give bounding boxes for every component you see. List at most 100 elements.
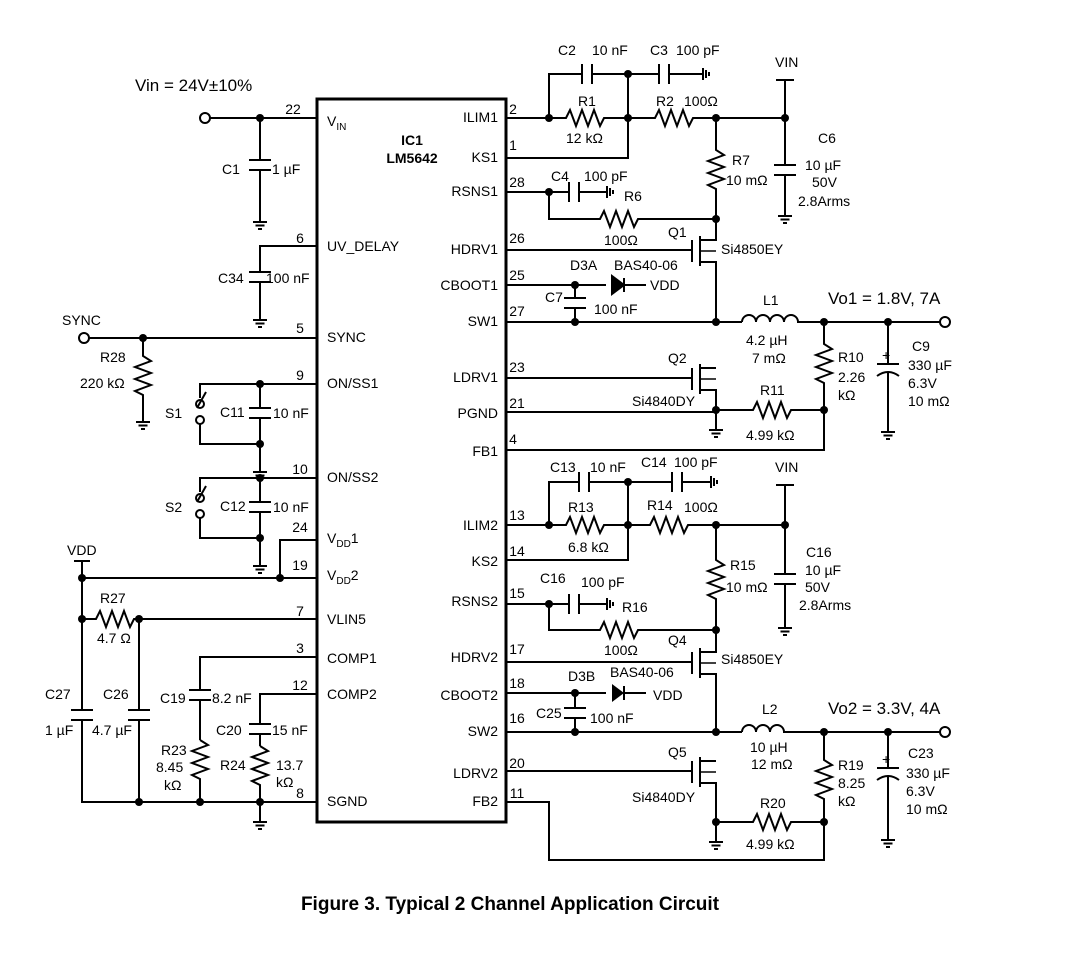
r14-value: 100Ω (684, 499, 718, 515)
c6-value3: 2.8Arms (798, 193, 850, 209)
c3-ref: C3 (650, 42, 668, 58)
r16-ref: R16 (622, 599, 648, 615)
d3a-ref: D3A (570, 257, 598, 273)
c11-ref: C11 (220, 404, 245, 420)
pin-name: HDRV1 (451, 241, 498, 257)
q5-ref: Q5 (668, 744, 687, 760)
svg-text:+: + (882, 751, 890, 767)
c7-ref: C7 (545, 289, 563, 305)
c25-ref: C25 (536, 705, 562, 721)
r13-value: 6.8 kΩ (568, 539, 609, 555)
vin-terminal (199, 112, 211, 124)
pin-num: 1 (509, 137, 517, 153)
r27-value: 4.7 Ω (97, 630, 131, 646)
c34-value: 100 nF (266, 270, 310, 286)
pin-name: ILIM2 (463, 517, 498, 533)
c14-ref: C14 (641, 454, 667, 470)
right-pins: ILIM1 2 KS1 1 RSNS1 28 HDRV1 26 CBOOT1 2… (440, 101, 525, 809)
pin-name: SYNC (327, 329, 366, 345)
pin-name-vdd1: VDD1 (327, 530, 359, 550)
r23-value: 8.45 (156, 759, 183, 775)
pin-num: 8 (296, 785, 304, 801)
pin-num: 22 (285, 101, 301, 117)
c16a-ref: C16 (806, 544, 832, 560)
q2-part: Si4840DY (632, 393, 696, 409)
r24-value2: kΩ (276, 774, 293, 790)
c9-value3: 10 mΩ (908, 393, 950, 409)
pin-num: 28 (509, 174, 525, 190)
c6-ref: C6 (818, 130, 836, 146)
c9-value: 330 µF (908, 357, 952, 373)
pin-name: COMP1 (327, 650, 377, 666)
vo2-net-label: Vo2 = 3.3V, 4A (828, 699, 941, 718)
c13-ref: C13 (550, 459, 576, 475)
r15-ref: R15 (730, 557, 756, 573)
q1-ref: Q1 (668, 224, 687, 240)
vo1-net-label: Vo1 = 1.8V, 7A (828, 289, 941, 308)
pin-num: 13 (509, 507, 525, 523)
pin-name-vin: VIN (327, 113, 346, 133)
c27-value: 1 µF (45, 722, 73, 738)
left-pins: 22 VIN 6 UV_DELAY 5 SYNC 9 ON/SS1 10 ON/… (285, 101, 400, 809)
q4-part: Si4850EY (721, 651, 784, 667)
d3b-part: BAS40-06 (610, 664, 674, 680)
pin-name: SGND (327, 793, 367, 809)
r23-ref: R23 (161, 742, 187, 758)
c23-ref: C23 (908, 745, 934, 761)
c2-value: 10 nF (592, 42, 628, 58)
r13-ref: R13 (568, 499, 594, 515)
channel-1-circuit: C2 10 nF C3 100 pF R1 12 kΩ R2 100Ω VIN … (506, 42, 952, 451)
pin-name-vdd2: VDD2 (327, 567, 359, 587)
pin-name: ON/SS2 (327, 469, 379, 485)
c1-value: 1 µF (272, 161, 300, 177)
r1-ref: R1 (578, 93, 596, 109)
sync-net-label: SYNC (62, 312, 101, 328)
pin-num: 25 (509, 267, 525, 283)
pin-name: KS2 (472, 553, 499, 569)
pin-num: 18 (509, 675, 525, 691)
pin-num: 7 (296, 603, 304, 619)
c4-value: 100 pF (584, 168, 628, 184)
c16a-value3: 2.8Arms (799, 597, 851, 613)
c20-ref: C20 (216, 722, 242, 738)
pin-name: KS1 (472, 149, 499, 165)
l2-value2: 12 mΩ (751, 756, 793, 772)
pin-num: 16 (509, 710, 525, 726)
c6-value2: 50V (812, 174, 838, 190)
r6-value: 100Ω (604, 232, 638, 248)
q2-ref: Q2 (668, 350, 687, 366)
c14-value: 100 pF (674, 454, 718, 470)
pin-num: 10 (292, 461, 308, 477)
c23-value: 330 µF (906, 765, 950, 781)
pin-num: 21 (509, 395, 525, 411)
c11-value: 10 nF (273, 405, 309, 421)
c16a-value: 10 µF (805, 562, 841, 578)
pin-name: RSNS1 (451, 183, 498, 199)
c1-ref: C1 (222, 161, 240, 177)
pin-name: PGND (458, 405, 498, 421)
pin-num: 6 (296, 230, 304, 246)
r28-value: 220 kΩ (80, 375, 125, 391)
pin-name: CBOOT2 (440, 687, 498, 703)
pin-num: 20 (509, 755, 525, 771)
c12-value: 10 nF (273, 499, 309, 515)
c23-value2: 6.3V (906, 783, 935, 799)
pin-num: 19 (292, 557, 308, 573)
vdd-net-label: VDD (67, 542, 97, 558)
l1-ref: L1 (763, 292, 779, 308)
r28-ref: R28 (100, 349, 126, 365)
r16-value: 100Ω (604, 642, 638, 658)
l2-value: 10 µH (750, 739, 788, 755)
l1-value: 4.2 µH (746, 332, 788, 348)
r10-ref: R10 (838, 349, 864, 365)
pin-name: ILIM1 (463, 109, 498, 125)
c19-ref: C19 (160, 690, 186, 706)
c16b-ref: C16 (540, 570, 566, 586)
r23-value2: kΩ (164, 777, 181, 793)
ic-part: LM5642 (386, 150, 438, 166)
pin-num: 5 (296, 320, 304, 336)
q1-part: Si4850EY (721, 241, 784, 257)
pin-num: 26 (509, 230, 525, 246)
r19-value: 8.25 (838, 775, 865, 791)
r27-ref: R27 (100, 590, 126, 606)
